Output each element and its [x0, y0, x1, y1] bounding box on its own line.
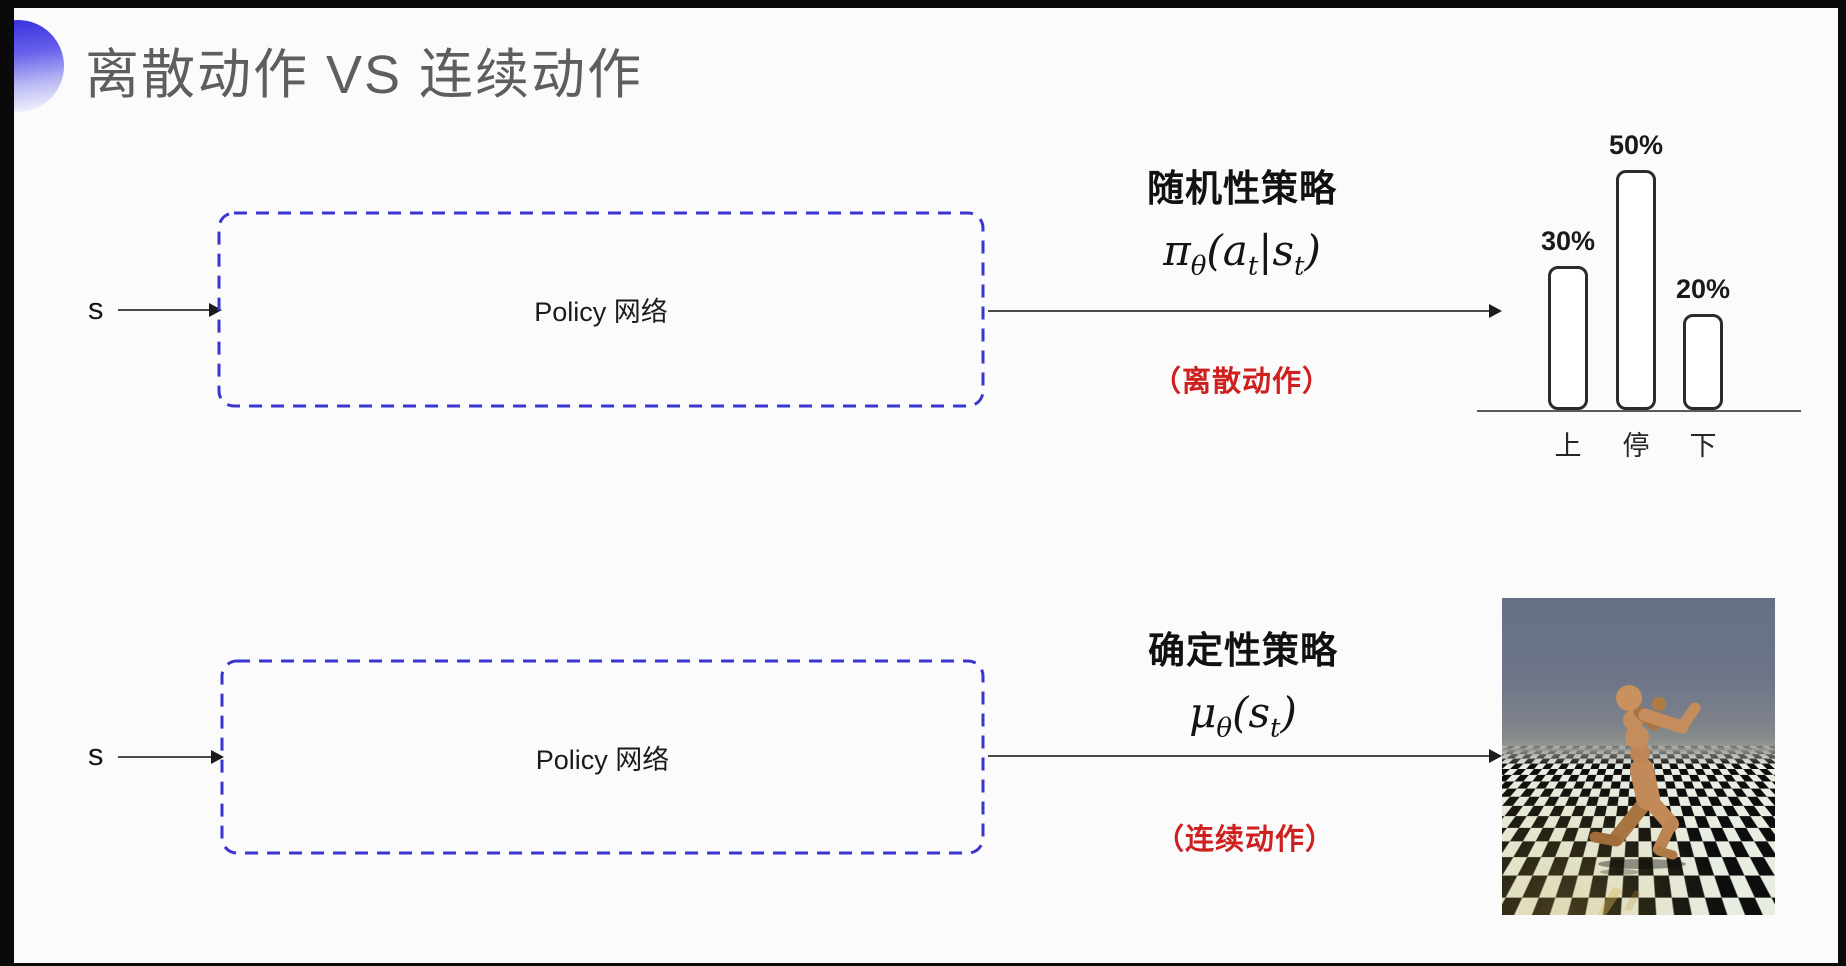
- category-label-up: 上: [1554, 431, 1582, 461]
- humanoid-robot-image: [1502, 598, 1775, 915]
- action-probability-bar-chart: 30% 50% 20% 上 停 下: [1477, 110, 1801, 461]
- bar-up: [1548, 266, 1588, 410]
- humanoid-figure: [1589, 685, 1701, 915]
- arrow-policy-to-robot: [988, 749, 1502, 763]
- bar-down: [1683, 314, 1723, 410]
- discrete-action-note: （离散动作）: [1151, 366, 1332, 398]
- category-label-stop: 停: [1622, 431, 1650, 461]
- chart-x-axis: [1477, 410, 1801, 412]
- deterministic-policy-text: 确定性策略 μθ(st): [1078, 620, 1408, 743]
- continuous-action-note: （连续动作）: [1154, 824, 1335, 856]
- bar-stop: [1616, 170, 1656, 410]
- policy-network-label: Policy 网络: [534, 297, 668, 327]
- arrow-policy-to-distribution: [988, 304, 1502, 318]
- window-border-top: [0, 0, 1846, 8]
- policy-network-label: Policy 网络: [535, 744, 670, 775]
- bar-column-stop: 50%: [1604, 130, 1668, 410]
- dashed-border: [220, 659, 985, 855]
- policy-network-box-bottom: Policy 网络: [220, 659, 985, 855]
- arrow-state-to-policy-bottom: [118, 750, 224, 764]
- window-border-right: [1838, 0, 1846, 966]
- stochastic-policy-formula: πθ(at|st): [1163, 226, 1321, 282]
- deterministic-policy-formula: μθ(st): [1189, 688, 1297, 744]
- state-input-label-bottom: s: [88, 737, 104, 772]
- dashed-border: [217, 211, 985, 408]
- arrow-state-to-policy-top: [118, 303, 222, 317]
- bar-column-up: 30%: [1536, 226, 1600, 410]
- policy-network-box-top: Policy 网络: [217, 211, 985, 408]
- window-border-left: [0, 0, 14, 966]
- stochastic-policy-text: 随机性策略 πθ(at|st): [1077, 158, 1407, 281]
- bar-value-label: 50%: [1608, 130, 1664, 160]
- deterministic-policy-name: 确定性策略: [1148, 630, 1338, 671]
- bar-column-down: 20%: [1671, 274, 1735, 410]
- bar-value-label: 20%: [1675, 274, 1731, 304]
- state-input-label-top: s: [88, 291, 104, 326]
- page-title: 离散动作 VS 连续动作: [85, 45, 644, 105]
- window-border-bottom: [0, 963, 1846, 966]
- category-label-down: 下: [1689, 431, 1717, 461]
- bar-value-label: 30%: [1540, 226, 1596, 256]
- stochastic-policy-name: 随机性策略: [1147, 168, 1337, 209]
